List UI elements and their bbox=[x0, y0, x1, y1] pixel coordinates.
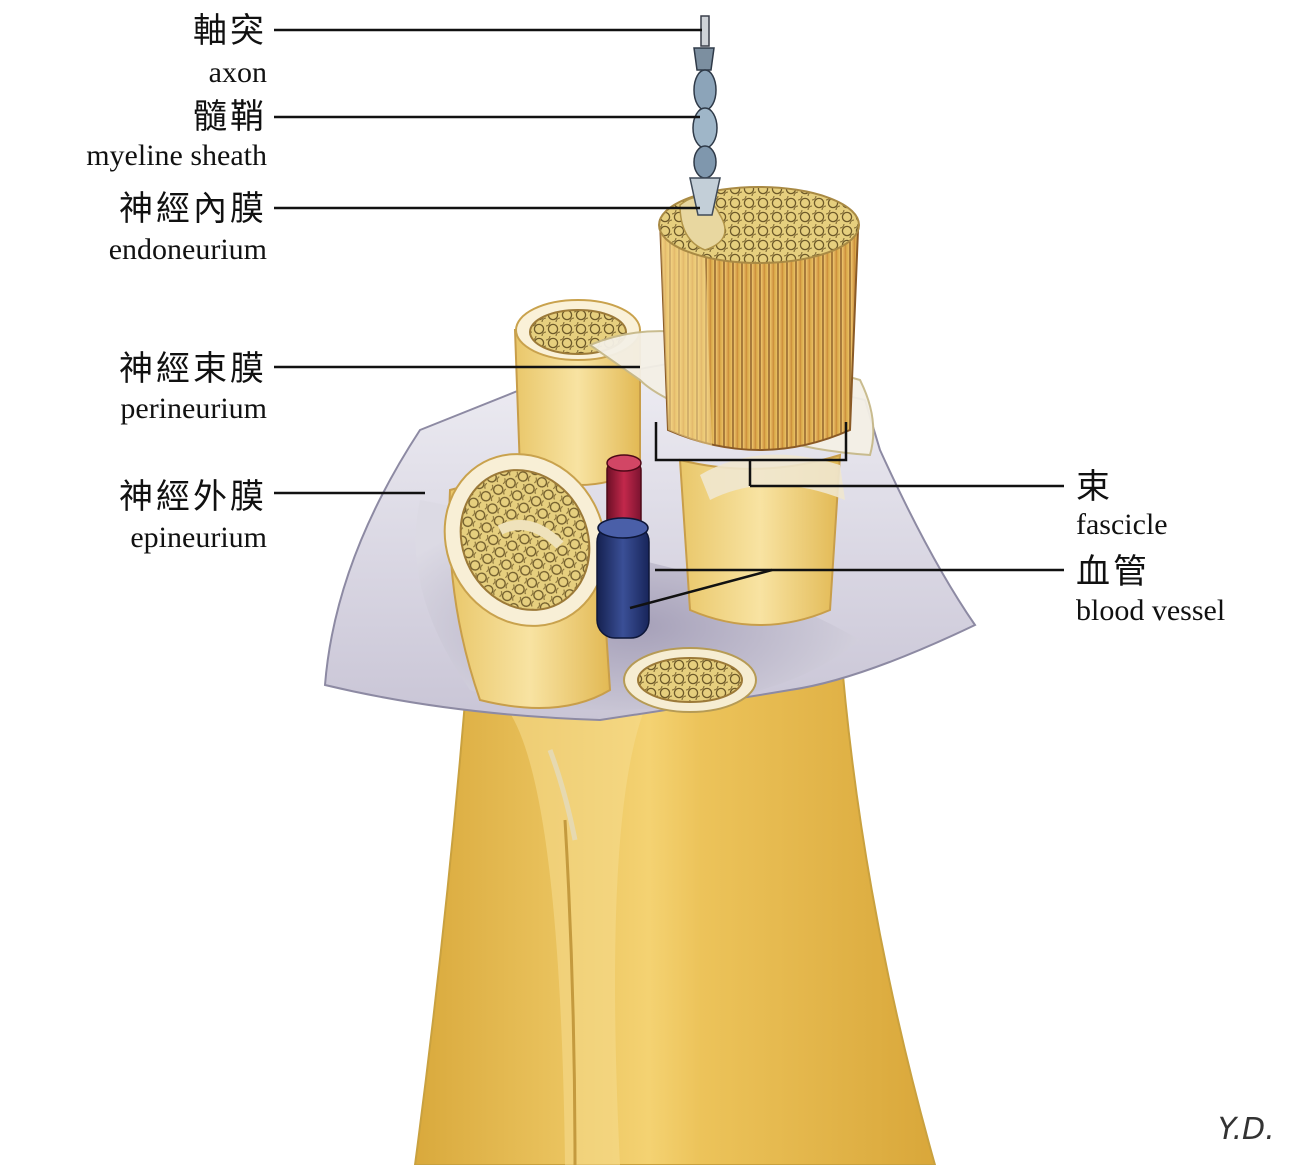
myelin-segment-2 bbox=[693, 108, 717, 148]
fascicle-label-zh: 束 bbox=[1076, 470, 1113, 504]
myelin-segment-1 bbox=[694, 70, 716, 110]
axon-rod bbox=[701, 16, 709, 46]
perineurium-label-zh: 神經束膜 bbox=[119, 352, 267, 386]
epineurium-label-en: epineurium bbox=[130, 523, 267, 553]
blood-vessel-label-zh: 血管 bbox=[1076, 555, 1150, 589]
fascicle-label-en: fascicle bbox=[1076, 510, 1168, 540]
artist-signature: Y.D. bbox=[1218, 1112, 1275, 1147]
axon-label-zh: 軸突 bbox=[193, 14, 267, 48]
axon-label-en: axon bbox=[209, 58, 267, 88]
epineurium-label-zh: 神經外膜 bbox=[119, 480, 267, 514]
endoneurium-label-en: endoneurium bbox=[109, 235, 267, 265]
myelin-label-zh: 髓鞘 bbox=[193, 100, 267, 134]
myelin-label-en: myeline sheath bbox=[86, 141, 267, 171]
perineurium-label-en: perineurium bbox=[120, 394, 267, 424]
nerve-trunk bbox=[415, 640, 935, 1165]
endoneurium-label-zh: 神經內膜 bbox=[119, 192, 267, 226]
blood-vessel-label-en: blood vessel bbox=[1076, 596, 1225, 626]
vein bbox=[597, 524, 649, 638]
